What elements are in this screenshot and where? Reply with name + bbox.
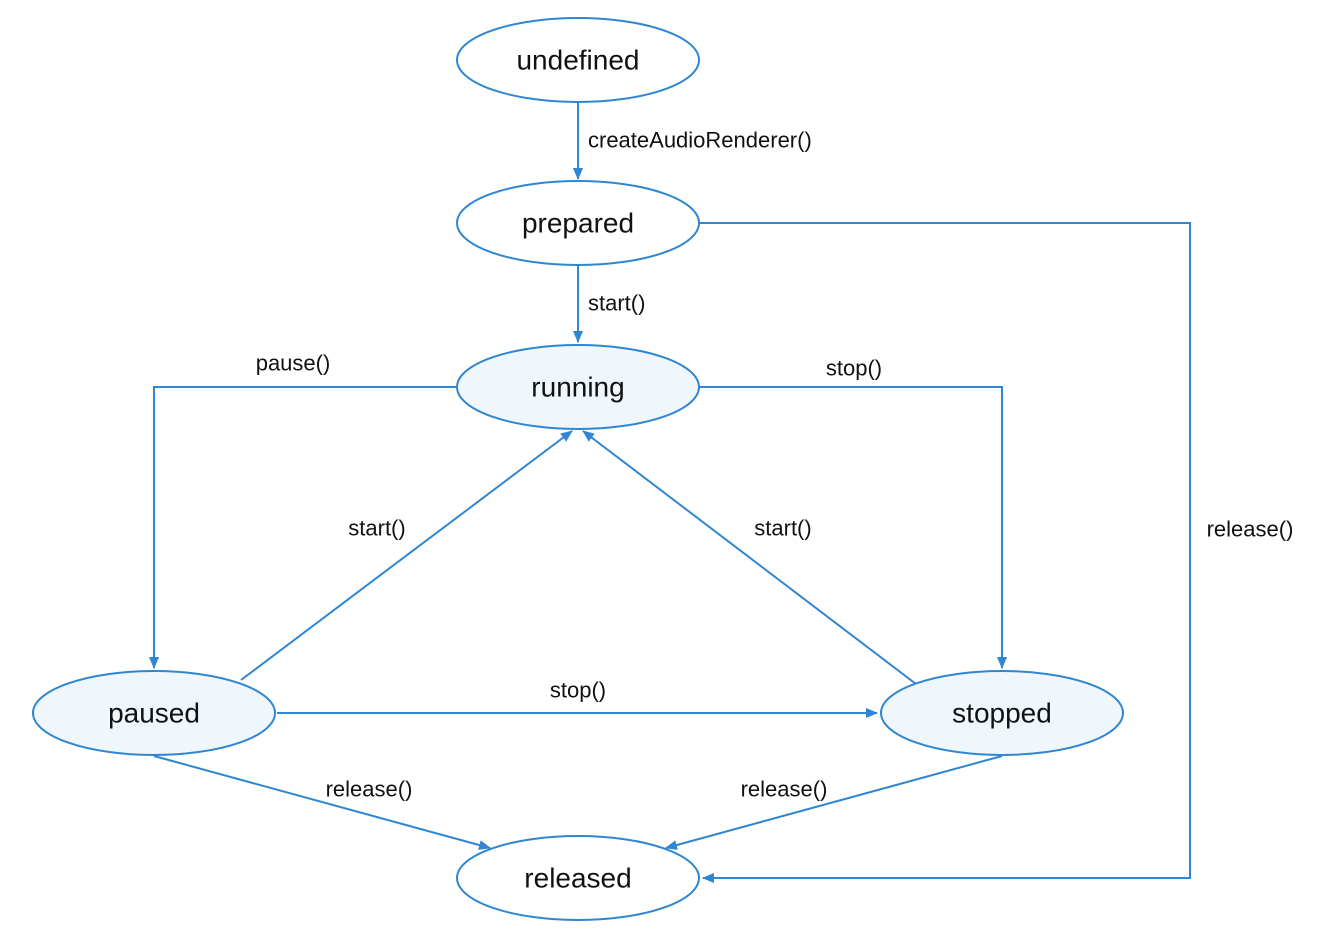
edges bbox=[149, 103, 1191, 883]
state-paused-shape bbox=[32, 670, 276, 756]
state-paused: paused bbox=[32, 670, 276, 756]
edge-running-to-stopped bbox=[700, 386, 1007, 669]
state-undefined-label: undefined bbox=[516, 45, 639, 76]
label-running-pause: pause() bbox=[256, 351, 331, 376]
edge-running-to-paused bbox=[149, 386, 456, 669]
label-prepared-start: start() bbox=[588, 291, 645, 316]
state-running-label: running bbox=[531, 372, 624, 403]
state-paused-label: paused bbox=[108, 698, 200, 729]
state-undefined: undefined bbox=[456, 17, 700, 103]
label-prepared-release: release() bbox=[1207, 517, 1294, 542]
edge-stopped-to-running bbox=[582, 430, 917, 685]
state-released-label: released bbox=[524, 863, 631, 894]
state-stopped-label: stopped bbox=[952, 698, 1052, 729]
state-prepared-shape bbox=[456, 180, 700, 266]
state-stopped: stopped bbox=[880, 670, 1124, 756]
label-create-audio-renderer: createAudioRenderer() bbox=[588, 128, 812, 153]
state-prepared-label: prepared bbox=[522, 208, 634, 239]
label-stopped-start: start() bbox=[754, 516, 811, 541]
edge-prepared-to-released bbox=[700, 222, 1191, 883]
label-paused-stop: stop() bbox=[550, 678, 606, 703]
label-paused-start: start() bbox=[348, 516, 405, 541]
state-released-shape bbox=[456, 835, 700, 921]
edge-labels: createAudioRenderer() start() pause() st… bbox=[256, 128, 1294, 802]
state-stopped-shape bbox=[880, 670, 1124, 756]
edge-paused-to-running bbox=[240, 430, 573, 681]
state-released: released bbox=[456, 835, 700, 921]
state-running-shape bbox=[456, 344, 700, 430]
state-prepared: prepared bbox=[456, 180, 700, 266]
edge-stopped-to-released bbox=[665, 755, 1003, 850]
edge-paused-to-released bbox=[153, 755, 491, 850]
nodes: undefined prepared running paused stoppe… bbox=[32, 17, 1124, 921]
state-running: running bbox=[456, 344, 700, 430]
label-paused-release: release() bbox=[326, 777, 413, 802]
label-running-stop: stop() bbox=[826, 356, 882, 381]
state-undefined-shape bbox=[456, 17, 700, 103]
label-stopped-release: release() bbox=[741, 777, 828, 802]
